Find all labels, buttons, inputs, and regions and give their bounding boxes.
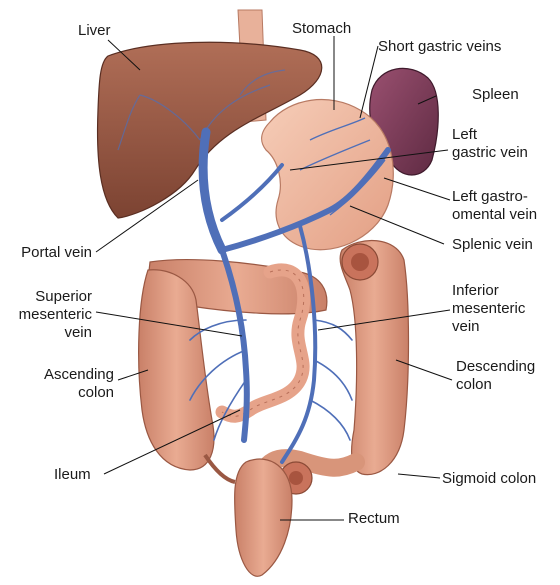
label-stomach: Stomach [292,20,352,37]
label-inferior-mesenteric-vein: Inferior mesenteric vein [452,282,526,335]
left-gastric-vein-path [220,163,284,222]
stomach [261,98,394,251]
descending-colon [339,239,410,476]
label-left-gastric-vein: Left gastric vein [452,126,528,161]
leader-lines [95,36,453,521]
portal-vein-path [198,127,227,255]
label-spleen: Spleen [472,86,519,103]
label-sigmoid-colon: Sigmoid colon [442,470,537,487]
superior-mesenteric-vein-path [219,247,250,443]
veins [189,127,391,464]
inferior-mesenteric-vein-path [280,224,318,464]
label-portal-vein: Portal vein [21,244,92,261]
label-short-gastric-veins: Short gastric veins [378,38,502,55]
label-splenic-vein: Splenic vein [452,236,533,253]
appendix [203,453,236,484]
label-superior-mesenteric-vein: Superior mesenteric vein [18,288,92,341]
label-rectum: Rectum [348,510,400,527]
label-left-gastro-omental-vein: Left gastro- omental vein [452,188,538,223]
rectum [233,458,293,577]
liver-vessels [117,69,286,151]
label-descending-colon: Descending colon [456,358,536,393]
label-ileum: Ileum [54,466,91,483]
splenic-vein-path [219,147,391,253]
label-ascending-colon: Ascending colon [43,366,114,401]
label-liver: Liver [78,22,111,39]
